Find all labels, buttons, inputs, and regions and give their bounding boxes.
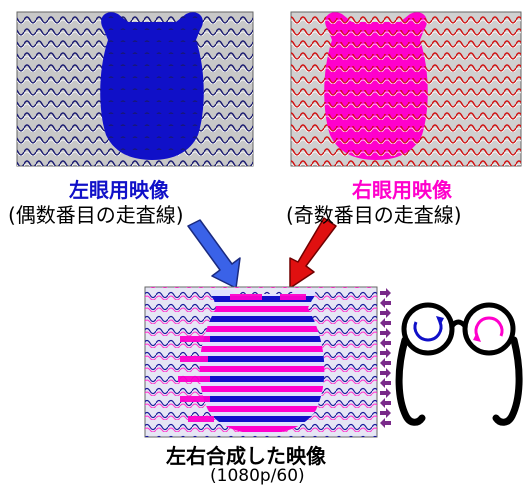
red-arrow-icon [289, 217, 337, 289]
polarization-marker-column [380, 288, 391, 428]
combined-title: 左右合成した映像 [166, 444, 326, 468]
combined-image [144, 286, 391, 438]
left-eye-subtitle: (偶数番目の走査線) [8, 203, 184, 227]
right-eye-subtitle: (奇数番目の走査線) [286, 203, 462, 227]
right-eye-image [290, 11, 522, 167]
right-eye-title: 右眼用映像 [352, 178, 452, 202]
polarized-glasses-icon [395, 302, 523, 426]
combined-subtitle: (1080p/60) [210, 466, 305, 486]
blue-arrow-icon [187, 219, 241, 289]
left-eye-title: 左眼用映像 [69, 178, 169, 202]
left-eye-image [16, 11, 254, 167]
